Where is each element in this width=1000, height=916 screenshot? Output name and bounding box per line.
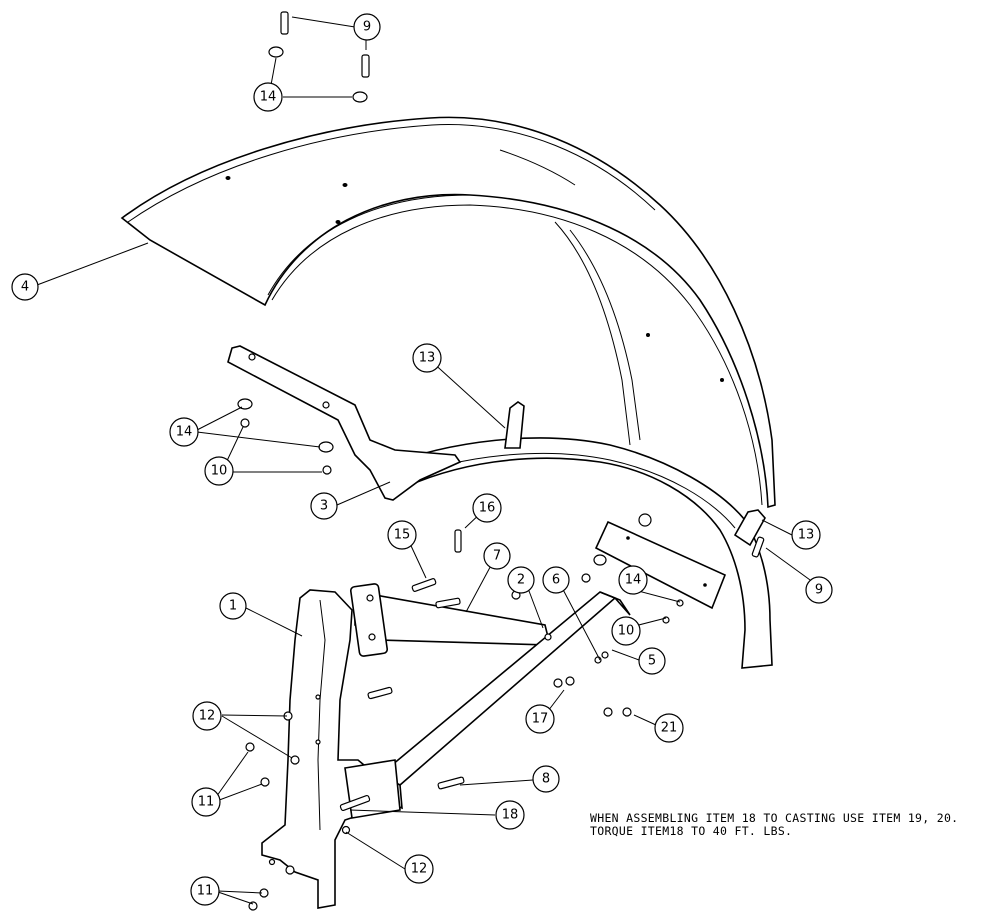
svg-text:14: 14 [176,425,193,440]
callout-9-right: 9 [805,576,833,604]
svg-text:9: 9 [815,583,823,598]
svg-text:13: 13 [419,351,436,366]
callout-2: 2 [507,566,535,594]
callout-11-lower: 11 [190,876,220,906]
svg-text:3: 3 [320,499,328,514]
svg-text:17: 17 [532,712,549,727]
callout-12-upper: 12 [192,701,222,731]
svg-text:5: 5 [648,654,656,669]
callout-14-top: 14 [253,82,283,112]
callout-8: 8 [532,765,560,793]
callout-16: 16 [472,493,502,523]
callout-5: 5 [638,647,666,675]
svg-text:2: 2 [517,573,525,588]
support-plate [594,513,727,610]
callout-9-top: 9 [353,13,381,41]
callout-18: 18 [495,800,525,830]
svg-text:9: 9 [363,20,371,35]
svg-text:10: 10 [211,464,228,479]
svg-text:14: 14 [625,573,642,588]
svg-text:10: 10 [618,624,635,639]
assembly-note: WHEN ASSEMBLING ITEM 18 TO CASTING USE I… [590,812,958,838]
svg-text:6: 6 [552,573,560,588]
callout-6: 6 [542,566,570,594]
assembly-note-line-1: WHEN ASSEMBLING ITEM 18 TO CASTING USE I… [590,811,959,825]
callout-7: 7 [483,542,511,570]
callout-1: 1 [219,592,247,620]
callout-13-top: 13 [412,343,442,373]
casting-part-1 [261,589,381,909]
svg-text:12: 12 [199,709,216,724]
hardware [237,11,765,911]
callout-4: 4 [11,273,39,301]
bracket-part-13 [504,401,766,547]
svg-text:7: 7 [493,549,501,564]
bracket-part-3 [227,345,462,501]
svg-text:11: 11 [198,795,215,810]
svg-text:16: 16 [479,501,496,516]
svg-text:14: 14 [260,90,277,105]
svg-text:11: 11 [197,884,214,899]
callout-14-left: 14 [169,417,199,447]
callout-10-right: 10 [611,616,641,646]
callout-12-lower: 12 [404,854,434,884]
callout-11-upper: 11 [191,787,221,817]
fender-part-4 [120,116,776,509]
callout-14-right: 14 [618,565,648,595]
svg-text:4: 4 [21,280,29,295]
callout-3: 3 [310,492,338,520]
svg-text:12: 12 [411,862,428,877]
svg-text:13: 13 [798,528,815,543]
frame-bar-7 [349,583,552,657]
callout-21: 21 [654,713,684,743]
svg-text:18: 18 [502,808,519,823]
svg-text:15: 15 [394,528,411,543]
callout-15: 15 [387,520,417,550]
svg-text:21: 21 [661,721,678,736]
svg-text:1: 1 [229,599,237,614]
svg-text:8: 8 [542,772,550,787]
callout-13-right: 13 [791,520,821,550]
callout-10-left: 10 [204,456,234,486]
assembly-note-line-2: TORQUE ITEM18 TO 40 FT. LBS. [590,824,793,838]
callout-17: 17 [525,704,555,734]
